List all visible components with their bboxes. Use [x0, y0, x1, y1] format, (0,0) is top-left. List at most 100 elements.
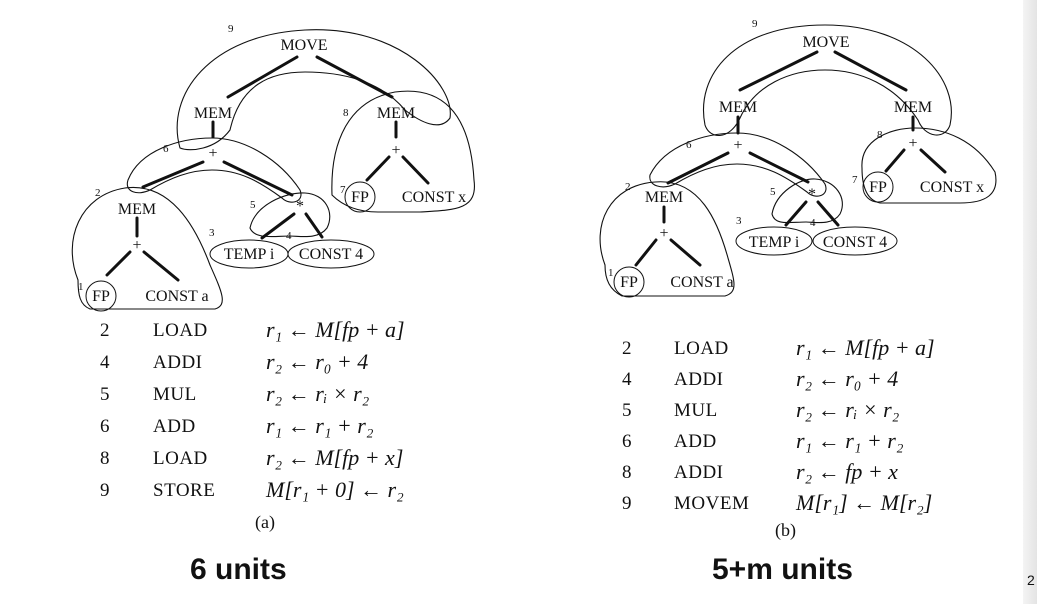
edge-a-plusm-consta [142, 250, 180, 282]
edge-a-star-temp [260, 212, 296, 240]
tile-a-6 [126, 137, 302, 203]
code-row: 9 STORE M[r₁ + 0] ← r₂ [100, 477, 460, 510]
code-opcode: ADD [674, 431, 717, 452]
edge-a-plusR-constx [401, 155, 430, 185]
tile-number-b-3: 3 [736, 215, 742, 227]
node-a-fp-right [344, 181, 376, 213]
caption-a: (a) [255, 512, 275, 532]
code-row: 8 LOAD r₂ ← M[fp + x] [100, 445, 460, 478]
code-opcode: ADDI [674, 462, 724, 483]
code-row: 4 ADDI r₂ ← r₀ + 4 [622, 366, 982, 399]
edge-a-plus-mem [141, 160, 205, 189]
tile-number-a-4: 4 [286, 230, 292, 242]
tile-number-a-5: 5 [250, 199, 256, 211]
tile-number-a-9: 9 [228, 23, 234, 35]
node-b-const-4 [812, 226, 898, 256]
label-b-mem-low: MEM [645, 189, 683, 206]
label-a-mem-left: MEM [194, 105, 232, 122]
code-number: 8 [100, 448, 110, 469]
code-number: 9 [622, 493, 632, 514]
label-b-temp-i: TEMP i [749, 234, 800, 251]
label-b-star: * [808, 186, 816, 203]
label-a-move: MOVE [280, 37, 327, 54]
code-row: 4 ADDI r₂ ← r₀ + 4 [100, 349, 460, 382]
code-listing-a: 2 LOAD r₁ ← M[fp + a] 4 ADDI r₂ ← r₀ + 4… [100, 317, 460, 520]
code-opcode: MOVEM [674, 493, 750, 514]
label-b-const-x: CONST x [920, 179, 984, 196]
tile-b-9 [703, 24, 952, 136]
tile-a-9 [176, 29, 451, 151]
tree-b [599, 24, 997, 298]
label-a-plus-top: + [208, 145, 217, 162]
code-number: 4 [622, 369, 632, 390]
edge-a-plusR-fp [365, 155, 391, 182]
node-a-const-4 [287, 239, 375, 269]
page-edge [1023, 0, 1037, 604]
code-number: 9 [100, 480, 110, 501]
edge-b-move-memR [833, 50, 908, 92]
code-row: 6 ADD r₁ ← r₁ + r₂ [100, 413, 460, 446]
label-b-move: MOVE [802, 34, 849, 51]
edge-a-plusm-fp [105, 250, 132, 277]
code-row: 8 ADDI r₂ ← fp + x [622, 459, 982, 492]
label-a-const-a: CONST a [145, 288, 208, 305]
code-number: 2 [100, 320, 110, 341]
tile-number-b-2: 2 [625, 181, 631, 193]
label-b-const-a: CONST a [670, 274, 733, 291]
tile-a-2 [71, 186, 223, 310]
tile-b-5 [771, 178, 843, 224]
tile-number-a-2: 2 [95, 187, 101, 199]
tile-b-2 [599, 181, 735, 297]
code-expression: r₂ ← r₀ + 4 [796, 366, 899, 391]
code-number: 2 [622, 338, 632, 359]
code-number: 6 [622, 431, 632, 452]
tile-number-b-4: 4 [810, 217, 816, 229]
code-expression: M[r₁ + 0] ← r₂ [266, 477, 404, 502]
edge-a-move-memL [226, 55, 299, 99]
label-b-plus-right: + [908, 135, 917, 152]
label-b-mem-left: MEM [719, 99, 757, 116]
page-number: 2 [1027, 572, 1035, 588]
code-number: 4 [100, 352, 110, 373]
label-b-fp-left: FP [620, 274, 638, 291]
code-expression: M[r₁] ← M[r₂] [796, 490, 933, 515]
label-a-star: * [296, 198, 304, 215]
tile-number-a-8: 8 [343, 107, 349, 119]
tree-a [71, 29, 475, 312]
code-expression: r₂ ← r₀ + 4 [266, 349, 369, 374]
code-opcode: ADDI [153, 352, 203, 373]
edge-b-move-memL [738, 50, 819, 92]
tile-number-b-7: 7 [852, 174, 858, 186]
label-b-const-4: CONST 4 [823, 234, 887, 251]
tile-a-8 [331, 90, 475, 213]
code-expression: r₁ ← M[fp + a] [266, 317, 405, 342]
edge-b-plusm-consta [669, 238, 702, 267]
edge-b-plus-mem [666, 151, 730, 185]
code-number: 8 [622, 462, 632, 483]
edge-b-star-const4 [816, 200, 840, 227]
code-opcode: MUL [153, 384, 197, 405]
code-opcode: ADDI [674, 369, 724, 390]
edge-b-plusR-constx [919, 148, 947, 174]
code-expression: r₂ ← fp + x [796, 459, 898, 484]
label-b-plus-mem: + [659, 225, 668, 242]
edge-b-plusR-fp [884, 148, 906, 173]
code-number: 5 [622, 400, 632, 421]
code-expression: r₁ ← M[fp + a] [796, 335, 935, 360]
code-row: 6 ADD r₁ ← r₁ + r₂ [622, 428, 982, 461]
label-a-mem-low: MEM [118, 201, 156, 218]
code-row: 9 MOVEM M[r₁] ← M[r₂] [622, 490, 982, 523]
edge-b-star-temp [784, 200, 808, 227]
edge-b-plusm-fp [634, 238, 658, 267]
edge-b-plus-star [748, 151, 810, 184]
code-row: 2 LOAD r₁ ← M[fp + a] [100, 317, 460, 350]
label-a-temp-i: TEMP i [224, 246, 275, 263]
code-number: 6 [100, 416, 110, 437]
node-a-fp-left [85, 280, 117, 312]
code-opcode: ADD [153, 416, 196, 437]
tile-b-8 [861, 127, 997, 204]
labels-a: MOVE MEM MEM + MEM + FP CONST a * TEMP i… [78, 23, 466, 305]
tile-a-5 [249, 192, 331, 238]
code-opcode: LOAD [153, 448, 208, 469]
